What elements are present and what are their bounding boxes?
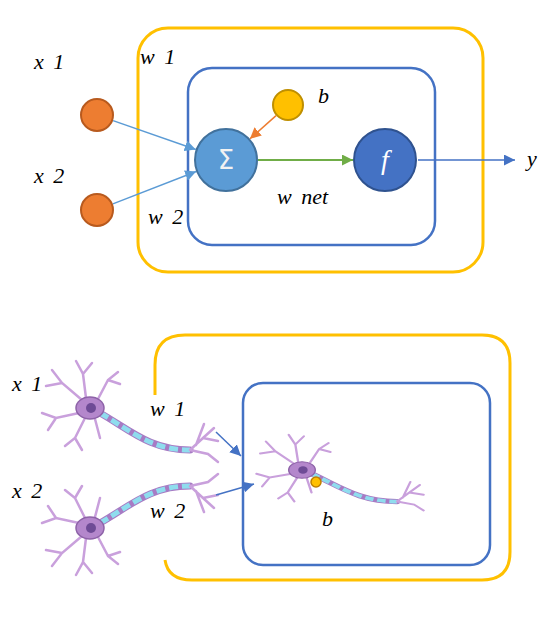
bias-label: b [322,508,333,530]
connector-arrow [113,121,196,150]
weight-label: w 2 [150,500,185,522]
outer-frame [138,28,483,272]
activation-node: f [353,128,417,192]
node-label: b [318,85,329,107]
weight-label: w net [277,186,328,208]
inner-frame [243,383,490,565]
node-symbol: Σ [194,128,258,192]
node-symbol: f [353,128,417,192]
input-node: x 2 [80,193,114,227]
output-arrow [418,159,515,161]
synapse-arrow [216,484,254,495]
input-label: x 1 [12,373,42,395]
connector-arrow [258,159,353,161]
connector-arrow [113,172,196,204]
input-node: x 1 [80,98,114,132]
bias-node: b [272,89,304,121]
weight-label: w 1 [140,46,175,68]
weight-label: w 2 [148,206,183,228]
neuron-illustration [42,474,218,575]
inner-frame [188,68,435,245]
neuron-illustration [256,435,423,511]
output-label: y [527,148,537,170]
weight-label: w 1 [150,398,185,420]
outer-frame [155,335,510,580]
node-label: x 1 [34,51,64,73]
synapse-arrow [216,432,241,456]
connector-arrow [250,116,276,139]
input-label: x 2 [12,480,42,502]
sum-node: Σ [194,128,258,192]
node-label: x 2 [34,165,64,187]
neuron-illustration [42,361,218,462]
bias-dot [311,477,321,487]
